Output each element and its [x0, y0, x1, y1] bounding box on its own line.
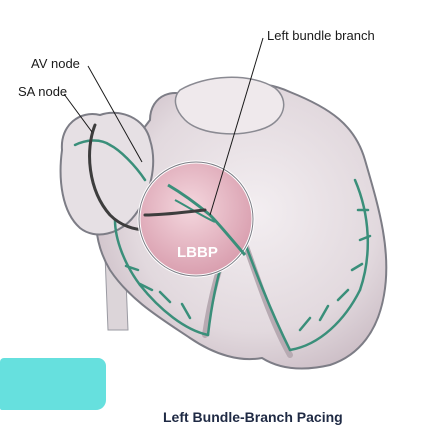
leader-av	[87, 65, 143, 163]
teal-overlay-block	[0, 358, 106, 410]
valve-region	[174, 76, 285, 135]
leader-lines	[63, 37, 264, 216]
lbbp-label: LBBP	[177, 244, 218, 261]
leader-sa	[63, 93, 93, 133]
sa-node-label: SA node	[18, 84, 68, 99]
figure-caption: Left Bundle-Branch Pacing	[163, 409, 343, 425]
magnified-lead	[143, 208, 207, 217]
left-bundle-branch-label: Left bundle branch	[267, 28, 375, 43]
av-node-label: AV node	[31, 56, 80, 71]
leader-lbb	[209, 37, 264, 216]
